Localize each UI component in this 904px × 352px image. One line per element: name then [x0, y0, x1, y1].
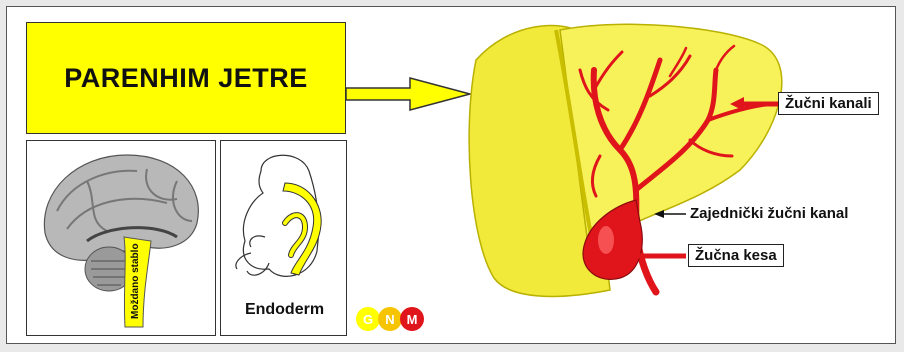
gallbladder-label: Žučna kesa [688, 244, 784, 267]
liver-right-lobe [560, 24, 782, 260]
bile-ducts-label: Žučni kanali [778, 92, 879, 115]
common-bile-duct-label: Zajednički žučni kanal [690, 205, 848, 222]
